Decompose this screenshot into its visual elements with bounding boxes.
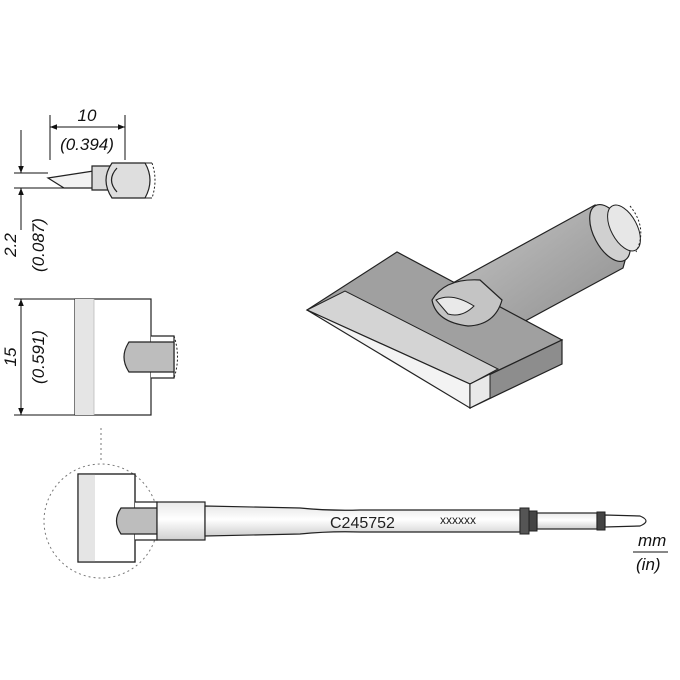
thickness-mm-label: 2.2 [1, 233, 20, 258]
width-mm-label: 10 [78, 106, 97, 125]
blade-front-view [74, 298, 178, 416]
thickness-dimension: 2.2 (0.087) [1, 130, 64, 272]
height-in-label: (0.591) [29, 330, 48, 384]
units-legend: mm (in) [633, 531, 668, 574]
width-in-label: (0.394) [60, 135, 114, 154]
part-number-label: C245752 [330, 515, 395, 532]
height-dimension: 15 (0.591) [1, 298, 75, 416]
cartridge-full-view: C245752 xxxxxx [43, 463, 647, 579]
tip-side-view [46, 162, 156, 199]
height-mm-label: 15 [1, 347, 20, 366]
units-secondary-label: (in) [636, 555, 661, 574]
thickness-in-label: (0.087) [29, 218, 48, 272]
width-dimension: 10 (0.394) [49, 106, 126, 160]
serial-placeholder-label: xxxxxx [440, 513, 476, 527]
blade-isometric-view [305, 204, 642, 410]
units-primary-label: mm [638, 531, 666, 550]
